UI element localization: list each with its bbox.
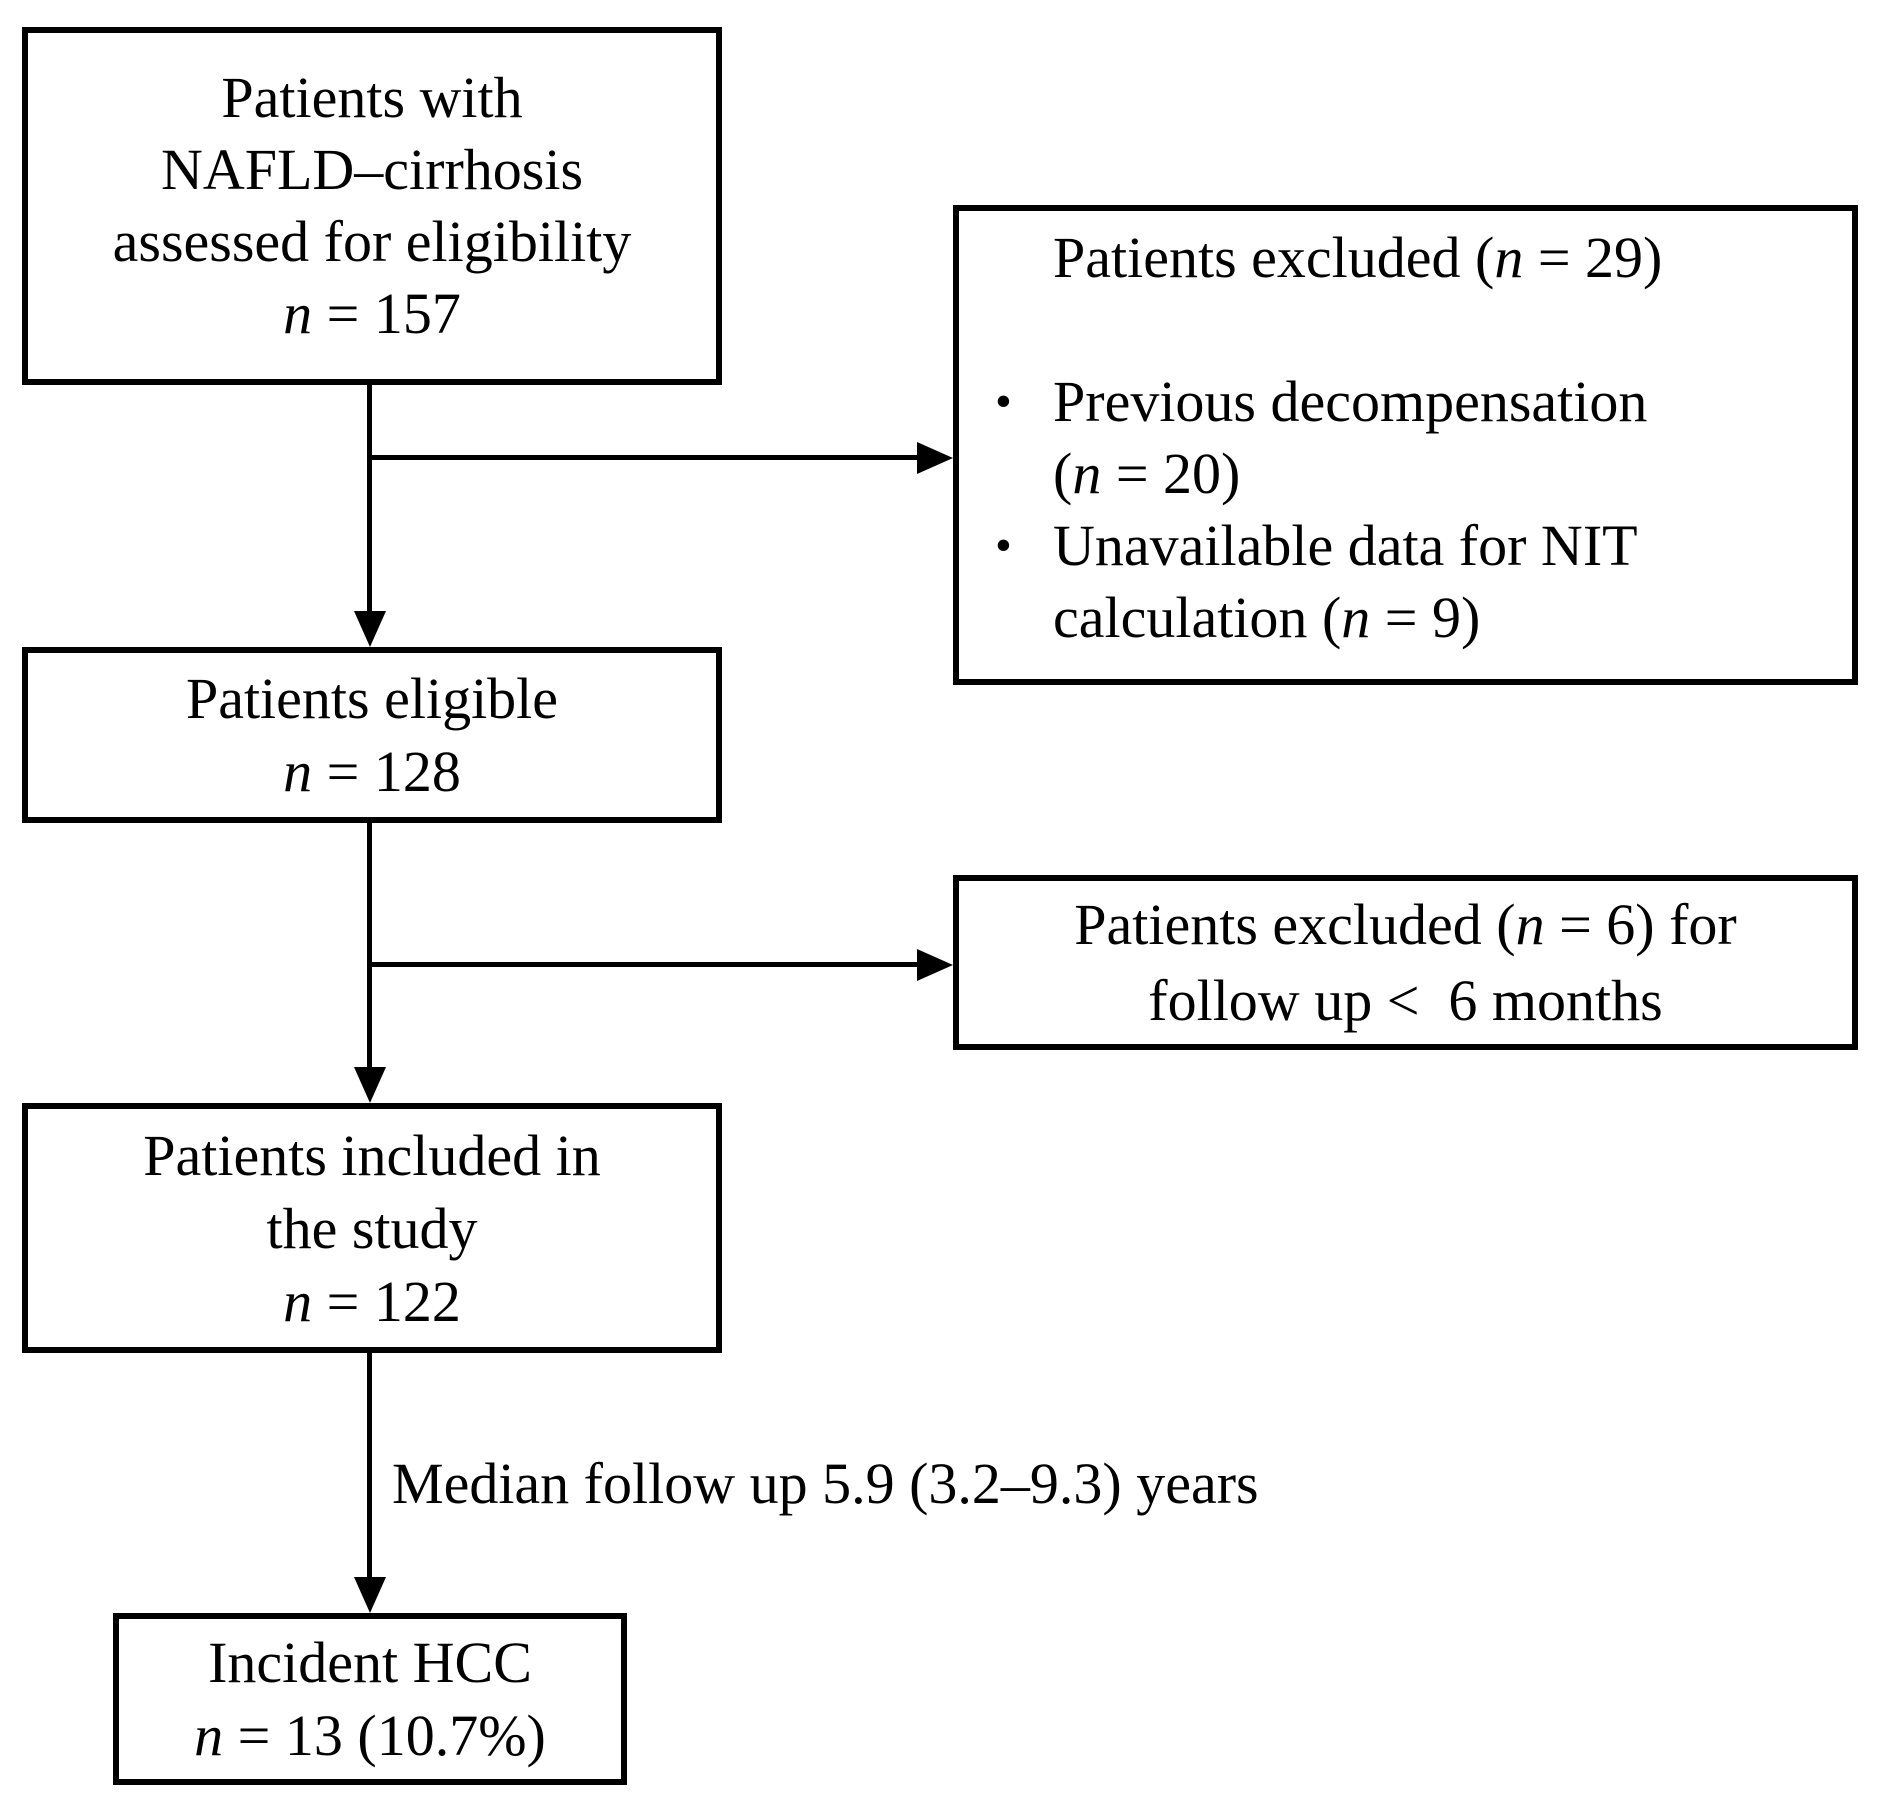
bullet-glyph: • [995,519,1012,572]
median-followup-label: Median follow up 5.9 (3.2–9.3) years [392,1451,1259,1516]
bullet-item: • Previous decompensation (n = 20) [995,366,1832,510]
box-text-line: the study [266,1195,478,1261]
bullet-text: Unavailable data for NIT calculation (n … [1053,510,1832,654]
paren-open: ( [1053,441,1073,506]
item-text: Unavailable data for NIT calculation [1053,513,1637,650]
arrowhead-down-3 [354,1577,386,1613]
n-variable: n [283,739,313,804]
box-text-line: follow up < 6 months [1148,967,1663,1033]
line-text: Patients excluded [1074,891,1497,957]
box-text-line: Patients excluded (n = 6) for [1074,887,1737,963]
box-text-line: Patients eligible [185,666,559,731]
connector-line-vertical-3 [367,1353,372,1577]
count-line: n = 122 [283,1265,461,1338]
count-line: n = 128 [283,735,461,808]
spacer [995,294,1832,366]
box-text-line: assessed for eligibility [112,209,632,274]
heading-text: Patients excluded [1053,225,1476,290]
paren-open: ( [1496,891,1516,957]
box-text-line: Incident HCC [208,1630,532,1695]
n-variable: n [283,281,313,346]
paren-open: ( [1475,225,1495,290]
bullet-text: Previous decompensation (n = 20) [1053,366,1832,510]
count-value: = 13 (10.7%) [223,1703,546,1768]
paren-open: ( [1321,585,1342,650]
arrowhead-right-2 [917,948,953,981]
connector-line-vertical-1 [367,385,372,611]
connector-line-branch-2 [367,962,917,967]
box-patients-excluded-first: Patients excluded (n = 29) • Previous de… [953,205,1858,685]
arrowhead-down-2 [354,1067,386,1103]
box-patients-eligible: Patients eligible n = 128 [22,647,722,823]
exclusion-heading: Patients excluded (n = 29) [995,222,1832,294]
box-patients-assessed: Patients with NAFLD–cirrhosis assessed f… [22,27,722,385]
box-text-line: Patients included in [143,1122,601,1188]
count-value: = 6) for [1544,891,1737,957]
item-text: Previous decompensation [1053,369,1648,434]
bullet-glyph: • [995,375,1012,428]
connector-line-branch-1 [367,455,917,460]
box-incident-hcc: Incident HCC n = 13 (10.7%) [113,1613,627,1785]
connector-line-vertical-2 [367,823,372,1067]
box-text-line: NAFLD–cirrhosis [160,137,584,202]
heading-count: (n = 29) [1475,225,1662,290]
count-value: = 20) [1101,441,1241,506]
box-patients-excluded-second: Patients excluded (n = 6) for follow up … [953,875,1858,1050]
count-value: = 122 [312,1268,461,1334]
box-patients-included: Patients included in the study n = 122 [22,1103,722,1353]
n-variable: n [1494,225,1524,290]
count-value: = 29) [1523,225,1663,290]
count-value: = 128 [312,739,461,804]
bullet-item: • Unavailable data for NIT calculation (… [995,510,1832,654]
count-value: = 157 [312,281,461,346]
n-variable: n [283,1268,313,1334]
n-variable: n [1341,585,1371,650]
arrowhead-right-1 [917,441,953,474]
n-variable: n [194,1703,224,1768]
arrowhead-down-1 [354,611,386,647]
n-variable: n [1072,441,1102,506]
item-count: (n = 9) [1322,585,1480,650]
line-count: (n = 6) for [1496,892,1736,957]
item-count: (n = 20) [1053,441,1240,506]
n-variable: n [1515,891,1545,957]
count-line: n = 13 (10.7%) [194,1699,546,1772]
count-line: n = 157 [283,278,461,350]
count-value: = 9) [1370,585,1481,650]
box-text-line: Patients with [221,65,523,130]
